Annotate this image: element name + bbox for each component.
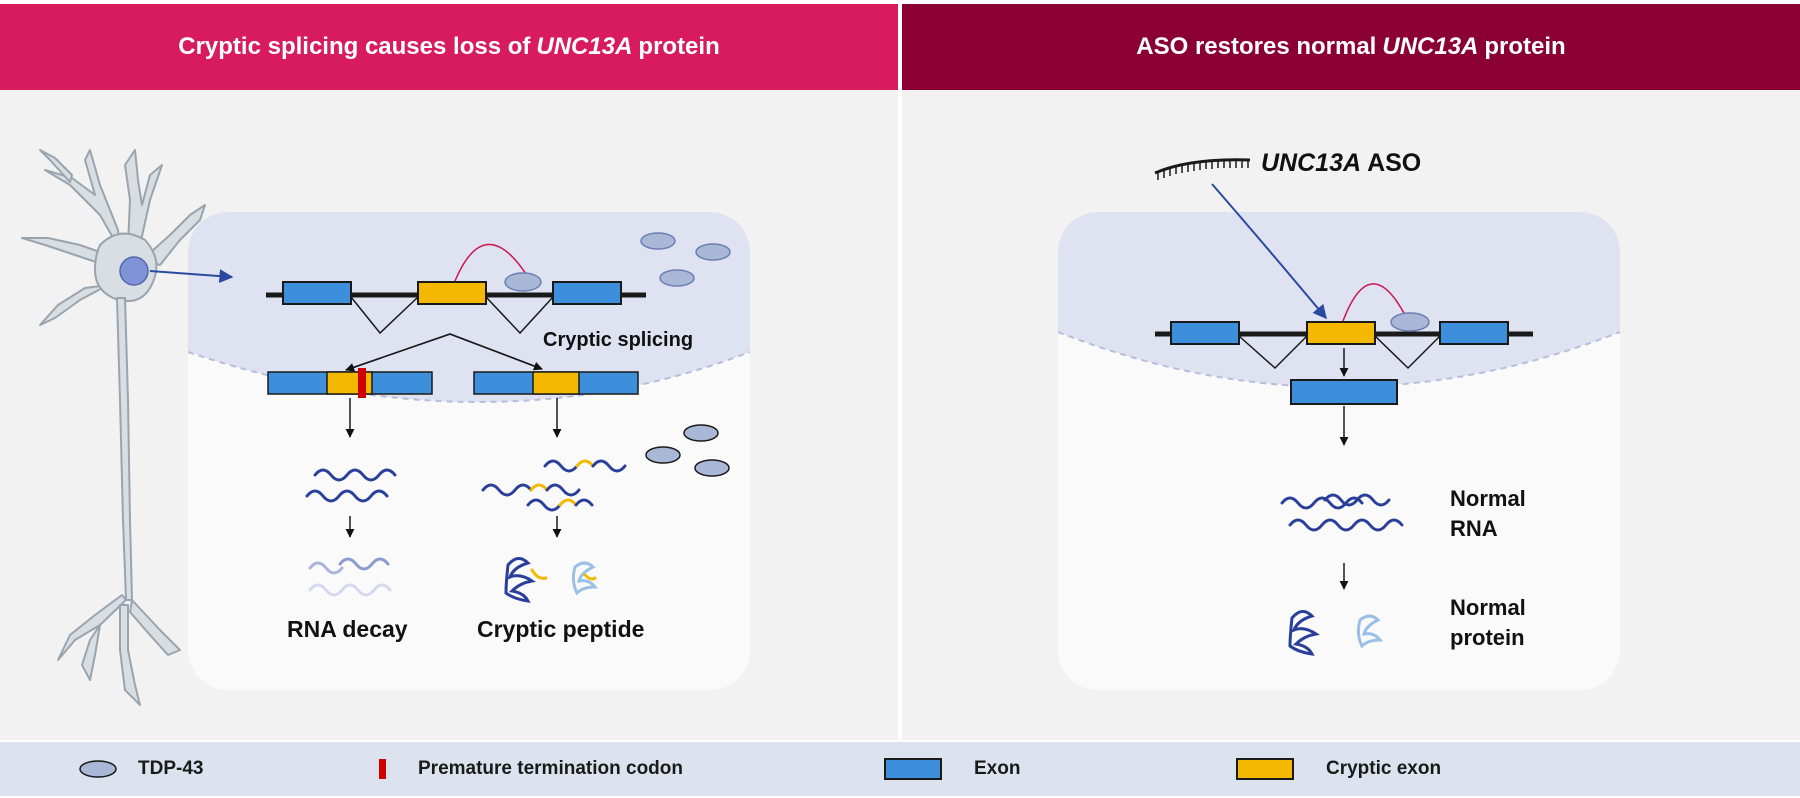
exon-left — [282, 281, 352, 305]
legend-label-tdp43: TDP-43 — [138, 758, 204, 779]
exon-right — [552, 281, 622, 305]
right-splice-junction-2 — [1374, 335, 1441, 370]
right-exon-left — [1170, 321, 1240, 345]
right-tdp43-arc — [1342, 283, 1406, 322]
red-bar-icon — [379, 759, 386, 779]
normal-protein-label-line2: protein — [1450, 625, 1525, 650]
neuron-illustration — [21, 149, 206, 706]
right-diagram — [1154, 158, 1533, 656]
cryptic-peptide-label: Cryptic peptide — [477, 616, 645, 642]
ptc-marker — [358, 368, 366, 398]
splice-junction-1 — [350, 296, 419, 335]
aso-oligo-icon — [1154, 158, 1251, 180]
legend-bar: TDP-43 Premature termination codon Exon … — [0, 742, 1800, 796]
legend-label-cryptic-exon: Cryptic exon — [1326, 758, 1442, 779]
normal-protein-label: Normal protein — [1450, 593, 1526, 653]
aso-target-arrow — [1211, 183, 1327, 320]
legend-label-exon: Exon — [974, 758, 1021, 779]
normal-mrna — [1290, 379, 1398, 405]
cryptic-splicing-label: Cryptic splicing — [543, 329, 694, 351]
legend-item-tdp43: TDP-43 — [78, 742, 203, 796]
right-splice-junction-1 — [1238, 335, 1308, 370]
right-exon-right — [1439, 321, 1509, 345]
left-title-gene: UNC13A — [536, 33, 633, 60]
normal-rna-label-line2: RNA — [1450, 516, 1498, 541]
cryptic-peptide-shapes — [504, 557, 599, 603]
right-cryptic-exon — [1306, 321, 1376, 345]
splice-junction-2 — [485, 296, 554, 335]
right-panel-header: ASO restores normal UNC13A protein — [902, 4, 1800, 90]
normal-protein-shapes — [1288, 610, 1384, 656]
yellow-box-icon — [1236, 758, 1294, 780]
rna-decay-fragments — [308, 557, 392, 597]
rna-decay-label: RNA decay — [287, 616, 408, 642]
neuron-nucleus — [119, 256, 149, 286]
right-title-pre: ASO restores normal — [1136, 33, 1377, 60]
left-diagram — [149, 232, 731, 603]
normal-rna-label-line1: Normal — [1450, 486, 1526, 511]
legend-item-cryptic-exon: Cryptic exon — [1236, 742, 1441, 796]
right-title-post: protein — [1484, 33, 1566, 60]
left-title-post: protein — [638, 33, 720, 60]
tdp43-binding-arc — [454, 243, 529, 282]
tdp43-cluster-bottom — [645, 424, 730, 477]
tdp43-cluster-top — [640, 232, 731, 287]
legend-label-ptc: Premature termination codon — [418, 758, 683, 779]
normal-rna-label: Normal RNA — [1450, 484, 1526, 544]
normal-protein-label-line1: Normal — [1450, 595, 1526, 620]
normal-rna-squiggles — [1280, 493, 1404, 532]
tdp43-ellipse-icon — [79, 760, 117, 778]
legend-item-ptc: Premature termination codon — [378, 742, 683, 796]
rna-squiggles-left — [305, 468, 397, 503]
left-nucleus-region — [188, 212, 750, 403]
right-title-gene: UNC13A — [1382, 33, 1479, 60]
legend-item-exon: Exon — [884, 742, 1020, 796]
tdp43-bound — [504, 272, 542, 292]
left-panel-header: Cryptic splicing causes loss of UNC13A p… — [0, 4, 898, 90]
aso-gene-name: UNC13A — [1261, 149, 1362, 177]
zoom-arrow — [149, 269, 234, 284]
branch-arrow-left — [345, 333, 451, 372]
branch-arrow-right — [449, 333, 543, 371]
aso-text: ASO — [1367, 149, 1422, 177]
right-tdp43-bound — [1390, 312, 1430, 332]
aso-label: UNC13A ASO — [1261, 149, 1421, 178]
blue-box-icon — [884, 758, 942, 780]
cryptic-exon — [417, 281, 487, 305]
mrna-cryptic-exon — [532, 371, 580, 395]
rna-squiggles-right — [481, 459, 627, 512]
left-title-pre: Cryptic splicing causes loss of — [178, 33, 531, 60]
